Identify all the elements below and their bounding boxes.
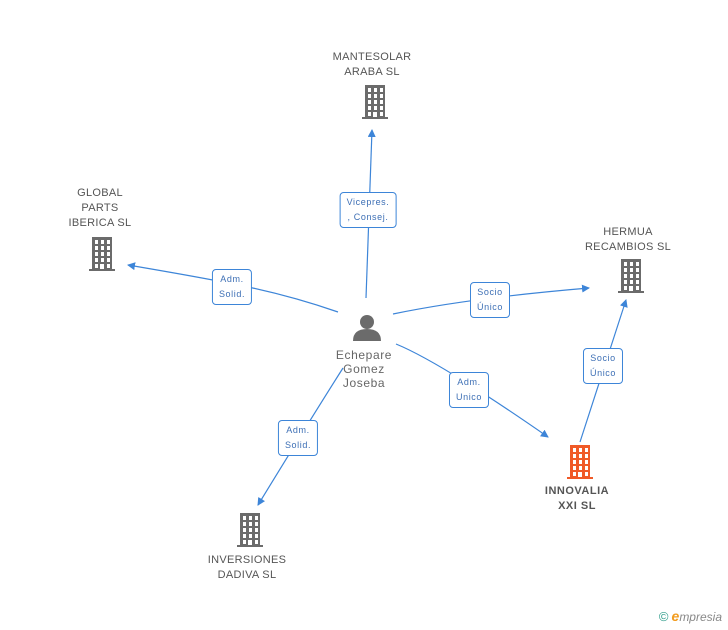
relation-label-person-inversiones[interactable]: Adm. Solid. xyxy=(277,420,319,456)
building-icon-inversiones[interactable] xyxy=(237,513,263,547)
company-name-innovalia[interactable]: INNOVALIA XXI SL xyxy=(545,484,609,514)
company-name-global[interactable]: GLOBAL PARTS IBERICA SL xyxy=(69,186,132,231)
relation-label-line: Socio xyxy=(477,287,503,297)
company-name-line: MANTESOLAR xyxy=(332,51,412,63)
relation-label-line: Adm. xyxy=(286,425,310,435)
relation-label-line: Adm. xyxy=(457,377,481,387)
relation-label-line: Vicepres. xyxy=(346,197,390,207)
company-name-line: IBERICA SL xyxy=(68,217,132,229)
relation-label-line: Solid. xyxy=(284,440,312,450)
relation-label-person-innovalia[interactable]: Adm. Unico xyxy=(448,372,490,408)
brand-name: mpresia xyxy=(679,610,722,624)
building-icon-global[interactable] xyxy=(89,237,115,271)
person-name-line: Echepare xyxy=(335,348,393,362)
relation-label-person-mantesolar[interactable]: Vicepres. , Consej. xyxy=(339,192,397,228)
company-name-line: HERMUA xyxy=(603,226,653,238)
building-icon-hermua[interactable] xyxy=(618,259,644,293)
company-name-line: GLOBAL xyxy=(77,187,123,199)
relation-label-line: Unico xyxy=(455,392,483,402)
company-name-line: DADIVA SL xyxy=(217,569,277,581)
edge-person-global xyxy=(127,262,339,313)
relation-label-line: Adm. xyxy=(220,274,244,284)
relation-label-line: Único xyxy=(589,368,617,378)
company-name-inversiones[interactable]: INVERSIONES DADIVA SL xyxy=(208,553,287,583)
person-name-line: Gomez xyxy=(343,362,385,376)
copyright-symbol: © xyxy=(658,609,669,624)
relation-label-line: , Consej. xyxy=(347,212,389,222)
building-icon-innovalia[interactable] xyxy=(567,445,593,479)
company-name-line: ARABA SL xyxy=(344,66,400,78)
person-icon[interactable] xyxy=(353,315,381,341)
relation-label-line: Socio xyxy=(590,353,616,363)
building-icon-mantesolar[interactable] xyxy=(362,85,388,119)
relation-label-person-global[interactable]: Adm. Solid. xyxy=(211,269,253,305)
relation-label-line: Solid. xyxy=(218,289,246,299)
person-name-line: Joseba xyxy=(342,376,386,390)
relation-label-line: Único xyxy=(476,302,504,312)
company-name-line: RECAMBIOS SL xyxy=(584,241,672,253)
company-name-line: PARTS xyxy=(81,202,119,214)
company-name-line: INNOVALIA xyxy=(544,485,610,497)
brand-initial: e xyxy=(671,608,680,624)
company-name-line: INVERSIONES xyxy=(207,554,287,566)
company-name-hermua[interactable]: HERMUA RECAMBIOS SL xyxy=(585,225,671,255)
company-name-mantesolar[interactable]: MANTESOLAR ARABA SL xyxy=(333,50,412,80)
brand-logo: ©empresia xyxy=(659,608,722,624)
company-name-line: XXI SL xyxy=(558,500,596,512)
